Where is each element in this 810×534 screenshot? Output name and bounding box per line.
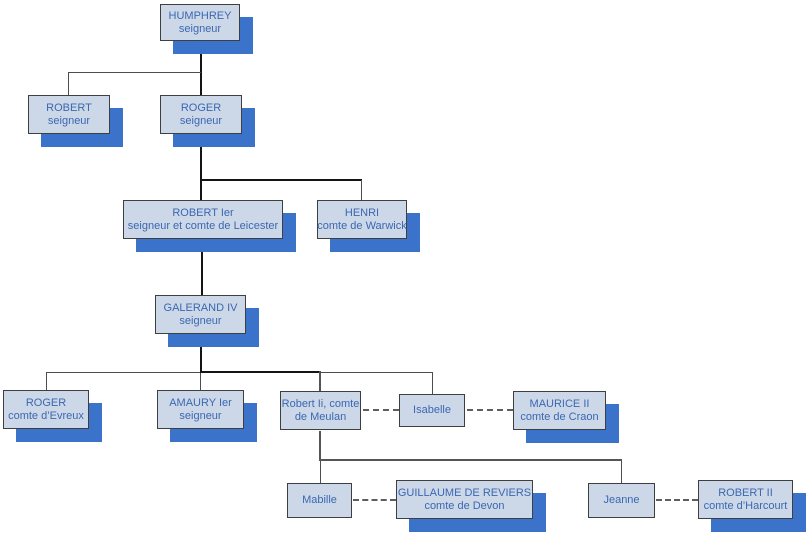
connector-drop-jeanne xyxy=(621,461,622,483)
person-name: Mabille xyxy=(302,494,337,506)
person-name: MAURICE II xyxy=(529,397,590,410)
tree-node-mabille[interactable]: Mabille xyxy=(287,483,352,518)
tree-node-humphrey[interactable]: HUMPHREY seigneur xyxy=(160,4,253,54)
spouse-link-meulan-isabelle xyxy=(363,409,399,411)
spouse-link-isabelle-maurice xyxy=(467,409,513,411)
tree-node-roger-seigneur[interactable]: ROGER seigneur xyxy=(160,95,255,147)
person-name: GALERAND IV xyxy=(163,301,238,314)
person-title: seigneur xyxy=(47,114,91,127)
connector-drop-amaury xyxy=(200,373,201,390)
person-name: ROGER xyxy=(25,396,67,409)
connector-galerand-children-bar-left xyxy=(46,372,200,373)
person-title: seigneur xyxy=(178,22,222,35)
connector-galerand-children-bar-main xyxy=(200,371,321,373)
person-name: ROBERT Ier xyxy=(172,206,234,219)
connector-drop-robert-meulan xyxy=(319,371,321,391)
tree-node-robert-1er[interactable]: ROBERT Ier seigneur et comte de Leiceste… xyxy=(123,200,296,252)
connector-humphrey-roger-stem xyxy=(200,41,202,95)
person-name: Robert Ii, comte xyxy=(281,397,360,410)
person-name: GUILLAUME DE REVIERS xyxy=(397,486,532,499)
connector-galerand-down-stem xyxy=(200,335,202,373)
person-name: AMAURY Ier xyxy=(169,396,232,409)
tree-node-galerand[interactable]: GALERAND IV seigneur xyxy=(155,295,259,347)
person-title: seigneur xyxy=(179,409,222,422)
person-name: Jeanne xyxy=(603,494,640,506)
connector-drop-henri xyxy=(361,180,362,200)
person-title: comte d’Harcourt xyxy=(703,499,788,512)
connector-drop-robert-seigneur xyxy=(68,72,69,95)
connector-roger-down-stem xyxy=(200,135,202,200)
tree-node-robert-harcourt[interactable]: ROBERT II comte d’Harcourt xyxy=(698,480,806,532)
tree-node-robert-meulan[interactable]: Robert Ii, comte de Meulan xyxy=(280,391,361,430)
person-title: comte d’Evreux xyxy=(8,409,84,422)
person-title: seigneur xyxy=(179,114,223,127)
connector-galerand-children-bar-right xyxy=(321,372,433,373)
tree-node-roger-evreux[interactable]: ROGER comte d’Evreux xyxy=(3,390,102,442)
person-title: de Meulan xyxy=(294,410,347,423)
tree-node-robert-seigneur[interactable]: ROBERT seigneur xyxy=(28,95,123,147)
spouse-link-jeanne-harcourt xyxy=(656,499,698,501)
connector-meulan-down-stem xyxy=(319,431,321,461)
person-name: ROBERT xyxy=(46,101,92,114)
tree-node-guillaume[interactable]: GUILLAUME DE REVIERS comte de Devon xyxy=(396,480,546,532)
person-title: comte de Devon xyxy=(424,499,505,512)
connector-roger-children-bar xyxy=(201,179,362,181)
tree-node-isabelle[interactable]: Isabelle xyxy=(399,394,465,427)
person-name: ROGER xyxy=(180,101,222,114)
person-title: seigneur et comte de Leicester xyxy=(127,219,279,232)
connector-robert1er-galerand-stem xyxy=(201,240,203,295)
person-name: HENRI xyxy=(344,206,380,219)
person-name: ROBERT II xyxy=(718,486,773,499)
tree-node-amaury[interactable]: AMAURY Ier seigneur xyxy=(157,390,257,442)
connector-drop-mabille xyxy=(320,461,321,483)
spouse-link-mabille-guillaume xyxy=(353,499,396,501)
tree-node-jeanne[interactable]: Jeanne xyxy=(588,483,655,518)
person-name: Isabelle xyxy=(413,404,451,416)
tree-node-henri[interactable]: HENRI comte de Warwick xyxy=(317,200,420,252)
person-title: comte de Warwick xyxy=(317,219,407,232)
connector-drop-roger-evreux xyxy=(46,372,47,390)
person-title: comte de Craon xyxy=(520,410,599,423)
connector-drop-isabelle xyxy=(432,372,433,394)
tree-node-maurice[interactable]: MAURICE II comte de Craon xyxy=(513,391,619,443)
person-name: HUMPHREY xyxy=(168,9,232,22)
connector-humphrey-children-bar xyxy=(68,72,201,73)
person-title: seigneur xyxy=(179,314,222,327)
connector-meulan-children-bar xyxy=(319,459,622,461)
